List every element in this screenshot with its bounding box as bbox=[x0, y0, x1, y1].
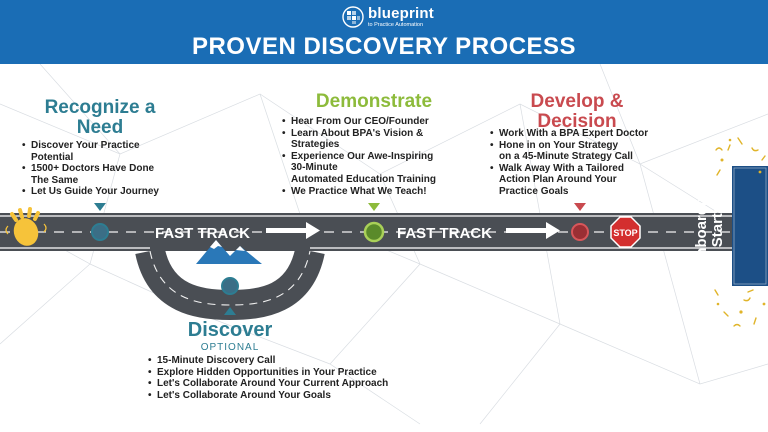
blueprint-logo-icon bbox=[342, 6, 364, 28]
recognize-marker-triangle bbox=[94, 203, 106, 211]
develop-title: Develop & Decision bbox=[530, 91, 624, 132]
logo-tagline: to Practice Automation bbox=[368, 22, 424, 28]
discover-marker-triangle bbox=[224, 307, 236, 315]
list-item: Hear From Our CEO/Founder bbox=[282, 116, 472, 128]
onboarding-gate bbox=[732, 166, 768, 286]
list-item: Learn About BPA's Vision & Strategies bbox=[282, 128, 472, 151]
confetti-decoration bbox=[714, 137, 766, 327]
demonstrate-node bbox=[363, 221, 385, 243]
develop-marker-triangle bbox=[574, 203, 586, 211]
fast-track-label-2: FAST TRACK bbox=[397, 225, 492, 242]
fast-track-label-1: FAST TRACK bbox=[155, 225, 250, 242]
develop-bullets: Work With a BPA Expert Doctor Hone in on… bbox=[490, 128, 670, 198]
waving-hand-icon bbox=[5, 207, 47, 246]
list-item: Walk Away With a Tailored Action Plan Ar… bbox=[490, 163, 670, 198]
arrow-right-icon-1 bbox=[266, 222, 320, 239]
list-item: Explore Hidden Opportunities in Your Pra… bbox=[148, 367, 418, 379]
mountain-icon bbox=[196, 240, 262, 264]
list-item: We Practice What We Teach! bbox=[282, 186, 472, 198]
discover-node bbox=[221, 277, 239, 295]
recognize-node bbox=[91, 223, 109, 241]
list-item: 15-Minute Discovery Call bbox=[148, 355, 418, 367]
develop-node bbox=[571, 223, 589, 241]
discover-subtitle: OPTIONAL bbox=[200, 342, 260, 353]
detour-road bbox=[135, 247, 325, 321]
list-item: Discover Your Practice Potential bbox=[22, 140, 182, 163]
logo: blueprint to Practice Automation bbox=[342, 4, 434, 30]
list-item: Let Us Guide Your Journey bbox=[22, 186, 182, 198]
demonstrate-bullets: Hear From Our CEO/Founder Learn About BP… bbox=[282, 116, 472, 197]
stop-sign-icon: STOP bbox=[610, 216, 641, 248]
recognize-bullets: Discover Your Practice Potential 1500+ D… bbox=[22, 140, 182, 198]
list-item: 1500+ Doctors Have Done The Same bbox=[22, 163, 182, 186]
list-item: Hone in on Your Strategy on a 45-Minute … bbox=[490, 140, 670, 163]
list-item: Let's Collaborate Around Your Current Ap… bbox=[148, 378, 418, 390]
list-item: Experience Our Awe-Inspiring 30-Minute A… bbox=[282, 151, 472, 186]
demonstrate-marker-triangle bbox=[368, 203, 380, 211]
page-title: PROVEN DISCOVERY PROCESS bbox=[191, 33, 577, 60]
recognize-title: Recognize a Need bbox=[44, 97, 156, 138]
stop-sign-label: STOP bbox=[613, 228, 637, 238]
list-item: Let's Collaborate Around Your Goals bbox=[148, 390, 418, 402]
logo-name: blueprint bbox=[368, 5, 434, 22]
discover-title: Discover bbox=[187, 319, 273, 341]
arrow-right-icon-2 bbox=[506, 222, 560, 239]
list-item: Work With a BPA Expert Doctor bbox=[490, 128, 670, 140]
demonstrate-title: Demonstrate bbox=[315, 91, 433, 112]
discover-bullets: 15-Minute Discovery Call Explore Hidden … bbox=[148, 355, 418, 401]
header-banner: blueprint to Practice Automation PROVEN … bbox=[0, 0, 768, 64]
onboarding-label: Onboarding Starts bbox=[693, 183, 726, 269]
